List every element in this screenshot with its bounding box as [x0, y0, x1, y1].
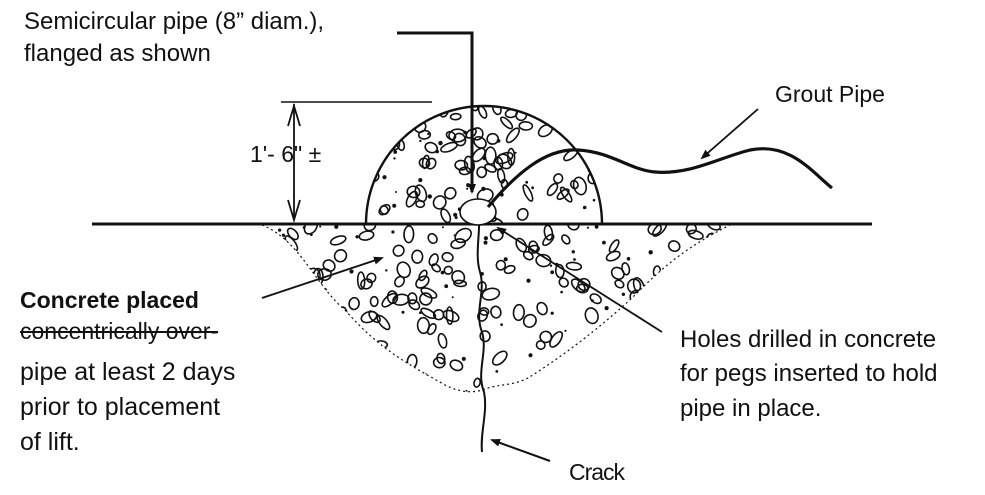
- label-concentrically: concentrically over-: [20, 318, 219, 344]
- label-holes-place: pipe in place.: [680, 395, 822, 422]
- grout-pipe-arrow: [700, 108, 759, 160]
- pipe-opening: [459, 198, 497, 226]
- label-holes-drilled: Holes drilled in concrete: [680, 326, 937, 353]
- label-concrete-days: pipe at least 2 days: [20, 358, 236, 386]
- crack-line: [476, 204, 487, 453]
- crack-arrow: [490, 438, 551, 462]
- label-holes-pegs: for pegs inserted to hold: [680, 360, 938, 387]
- label-crack: Crack: [569, 459, 625, 485]
- pipe-label-leader: [397, 31, 476, 194]
- label-concrete-prior: prior to placement: [20, 393, 221, 421]
- label-concrete-lift: of lift.: [20, 428, 80, 456]
- label-flanged: flanged as shown: [24, 40, 211, 67]
- concrete-arrow: [261, 256, 384, 299]
- label-concrete-placed: Concrete placed: [20, 287, 199, 313]
- holes-leader: [496, 226, 663, 333]
- dimension-marker: [281, 101, 432, 224]
- label-semicircular-pipe: Semicircular pipe (8” diam.),: [24, 8, 325, 35]
- label-grout-pipe: Grout Pipe: [775, 81, 885, 107]
- grout-pipe-line: [486, 147, 833, 209]
- concrete-mass: [261, 224, 731, 393]
- label-dimension: 1'- 6" ±: [250, 141, 322, 167]
